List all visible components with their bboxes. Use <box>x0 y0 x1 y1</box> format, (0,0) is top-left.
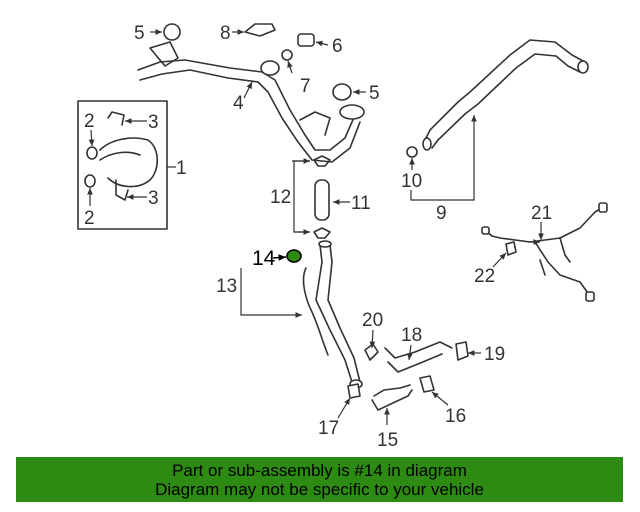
callout-13: 13 <box>216 276 237 297</box>
callout-18: 18 <box>401 325 422 346</box>
callout-7: 7 <box>300 76 311 97</box>
callout-16: 16 <box>445 406 466 427</box>
callout-4: 4 <box>233 93 244 114</box>
callout-17: 17 <box>318 418 339 439</box>
callout-22: 22 <box>474 266 495 287</box>
callout-8: 8 <box>220 23 231 44</box>
banner-line-1: Part or sub-assembly is #14 in diagram <box>172 461 467 480</box>
callout-11: 11 <box>351 193 371 214</box>
callout-14: 14 <box>252 247 276 270</box>
callout-19: 19 <box>484 344 505 365</box>
callout-3b: 3 <box>148 188 159 209</box>
callout-20: 20 <box>362 310 383 331</box>
info-banner: Part or sub-assembly is #14 in diagram D… <box>16 457 623 502</box>
callout-21: 21 <box>531 203 552 224</box>
seal-14-highlighted <box>286 249 302 263</box>
callout-6: 6 <box>332 36 343 57</box>
callout-5b: 5 <box>369 83 380 104</box>
pipe-13 <box>302 240 363 389</box>
lower-hoses <box>347 341 469 411</box>
callout-2a: 2 <box>84 111 95 132</box>
callout-1: 1 <box>176 158 187 179</box>
leader-14 <box>272 254 287 261</box>
small-parts-top <box>163 23 352 101</box>
hose-9 <box>406 39 589 158</box>
leader-lines <box>87 29 544 425</box>
banner-line-2: Diagram may not be specific to your vehi… <box>155 480 484 499</box>
callout-labels: 5 8 6 7 5 4 2 3 1 3 2 10 9 11 12 13 14 2… <box>84 23 552 451</box>
coolant-pipe-assembly <box>137 41 365 163</box>
wiring-harness-21 <box>481 202 608 302</box>
callout-12: 12 <box>270 187 291 208</box>
hose-11-with-clamps <box>313 155 331 239</box>
callout-10: 10 <box>401 171 422 192</box>
callout-5a: 5 <box>134 23 145 44</box>
thermostat-housing-box <box>77 100 168 230</box>
callout-2b: 2 <box>84 208 95 229</box>
callout-3a: 3 <box>148 112 159 133</box>
callout-9: 9 <box>436 203 447 224</box>
callout-15: 15 <box>377 430 398 451</box>
parts-diagram: 5 8 6 7 5 4 2 3 1 3 2 10 9 11 12 13 14 2… <box>77 23 608 451</box>
